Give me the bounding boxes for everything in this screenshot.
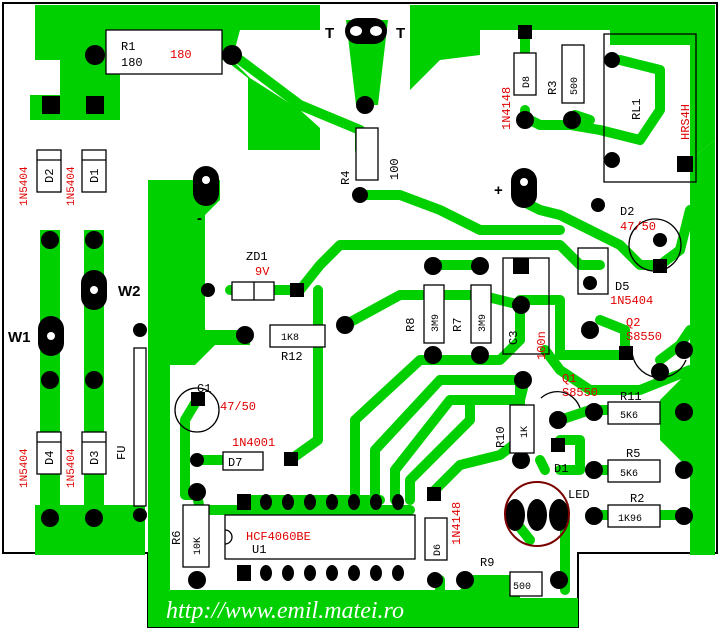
label-r12: R12 [281, 350, 303, 364]
website-url: http://www.emil.matei.ro [166, 598, 404, 624]
label-q2: Q2 [626, 316, 640, 330]
label-r7-value: 3M9 [478, 314, 489, 332]
label-r11: R11 [620, 390, 642, 404]
label-d4: D4 [43, 451, 57, 465]
label-r1-value-red: 180 [170, 48, 192, 62]
label-c1: C1 [197, 382, 211, 396]
pads [41, 25, 693, 589]
label-r12-value: 1K8 [281, 333, 299, 344]
silkscreen [36, 29, 697, 597]
label-r3-value: 500 [570, 77, 581, 95]
label-relay-model: HRS4H [679, 104, 693, 140]
label-r2: R2 [630, 492, 644, 506]
label-r5-value: 5K6 [620, 469, 638, 480]
label-r1: R1 [121, 40, 135, 54]
label-r5: R5 [626, 447, 640, 461]
label-r6: R6 [170, 531, 184, 545]
label-d2-cap: D2 [620, 205, 634, 219]
label-r3: R3 [546, 81, 560, 95]
label-q1: Q1 [562, 372, 576, 386]
label-1n4148-bottom: 1N4148 [450, 502, 464, 545]
label-r7: R7 [451, 318, 465, 332]
label-u1: U1 [252, 543, 266, 557]
label-r1-value: 180 [121, 56, 143, 70]
label-c3: C3 [507, 331, 521, 345]
label-r2-value: 1K96 [618, 514, 642, 525]
label-minus: - [197, 210, 202, 227]
label-r9: R9 [480, 556, 494, 570]
label-zd1-value: 9V [255, 265, 270, 279]
label-d5-value: 1N5404 [610, 294, 653, 308]
label-fu: FU [115, 446, 129, 460]
label-t-right: T [396, 25, 405, 42]
label-r8: R8 [404, 318, 418, 332]
label-plus: + [494, 182, 503, 199]
label-zd1: ZD1 [246, 250, 268, 264]
label-r8-value: 3M9 [431, 314, 442, 332]
label-c3-value: 100n [535, 331, 549, 360]
labels: R1 180 180 T T D2 D1 1N5404 1N5404 D4 D3… [8, 25, 693, 593]
label-d3: D3 [88, 451, 102, 465]
label-c1-value: 47/50 [220, 400, 256, 414]
label-d8: D8 [522, 76, 533, 88]
label-d1-small: D1 [554, 462, 568, 476]
url-band [160, 594, 502, 626]
label-d7: D7 [228, 456, 242, 470]
label-1n5404-d: 1N5404 [66, 448, 78, 488]
label-w1: W1 [8, 329, 31, 346]
label-d1: D1 [88, 169, 102, 183]
label-1n4148-top: 1N4148 [500, 87, 514, 130]
label-q2-value: S8550 [626, 330, 662, 344]
label-r6-value: 10K [193, 537, 204, 555]
label-q1-value: S8550 [562, 386, 598, 400]
label-led: LED [568, 488, 590, 502]
label-rl1: RL1 [630, 98, 644, 120]
oval-pads [38, 18, 569, 531]
label-t-left: T [325, 25, 334, 42]
label-1n5404-c: 1N5404 [19, 448, 31, 488]
label-ic-model: HCF4060BE [246, 530, 311, 544]
label-w2: W2 [118, 283, 141, 300]
label-r4-value: 100 [388, 158, 402, 180]
label-r4: R4 [339, 171, 353, 185]
label-r10: R10 [494, 426, 508, 448]
label-d2: D2 [43, 169, 57, 183]
label-r10-value: 1K [520, 426, 531, 438]
label-d2-cap-value: 47/50 [620, 220, 656, 234]
label-r11-value: 5K6 [620, 411, 638, 422]
label-d6: D6 [433, 544, 444, 556]
label-1n5404-b: 1N5404 [66, 166, 78, 206]
label-1n5404-a: 1N5404 [19, 166, 31, 206]
label-d5: D5 [615, 280, 629, 294]
label-r9-value: 500 [513, 582, 531, 593]
label-1n4001: 1N4001 [232, 436, 275, 450]
